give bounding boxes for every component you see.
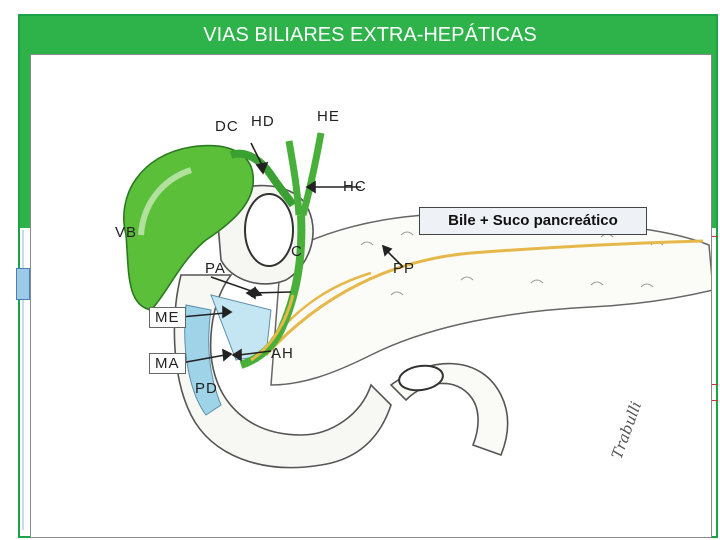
anatomy-illustration: Trabulli DC HD HE HC VB P C PA PP ME MA … bbox=[30, 54, 712, 538]
pancreas-shape bbox=[270, 212, 711, 386]
label-arrows bbox=[180, 142, 404, 364]
cystic-duct bbox=[229, 149, 297, 208]
label-hc: HC bbox=[343, 178, 367, 195]
slide-title: VIAS BILIARES EXTRA-HEPÁTICAS bbox=[203, 24, 537, 46]
label-pd: PD bbox=[195, 380, 218, 397]
legend-bile-pancreatic: Bile + Suco pancreático bbox=[419, 207, 647, 235]
duodenal-mucosa bbox=[184, 304, 222, 416]
right-hepatic-duct bbox=[285, 140, 303, 216]
label-he: HE bbox=[317, 108, 340, 125]
gallbladder-highlight bbox=[138, 167, 193, 236]
side-tick bbox=[708, 400, 718, 401]
side-tick bbox=[708, 236, 718, 237]
artist-signature: Trabulli bbox=[608, 399, 645, 462]
left-hepatic-duct bbox=[299, 132, 325, 216]
label-ma: MA bbox=[149, 353, 186, 374]
pylorus-lumen bbox=[244, 193, 294, 267]
label-pa: PA bbox=[205, 260, 226, 277]
pancreatic-duct bbox=[264, 239, 704, 357]
duodenum bbox=[173, 274, 392, 469]
label-me: ME bbox=[149, 307, 186, 328]
label-hd: HD bbox=[251, 113, 275, 130]
side-tick bbox=[708, 384, 718, 385]
side-decoration-box bbox=[16, 268, 30, 300]
label-c: C bbox=[291, 243, 303, 260]
label-dc: DC bbox=[215, 118, 239, 135]
gallbladder bbox=[123, 144, 255, 311]
bile-flow-yellow bbox=[250, 294, 295, 362]
label-ah: AH bbox=[271, 345, 294, 362]
label-pp: PP bbox=[393, 260, 416, 277]
label-vb: VB bbox=[115, 224, 138, 241]
anatomy-drawing: Trabulli bbox=[123, 132, 711, 469]
side-decoration-line bbox=[22, 230, 24, 530]
jejunum-opening bbox=[398, 364, 444, 392]
